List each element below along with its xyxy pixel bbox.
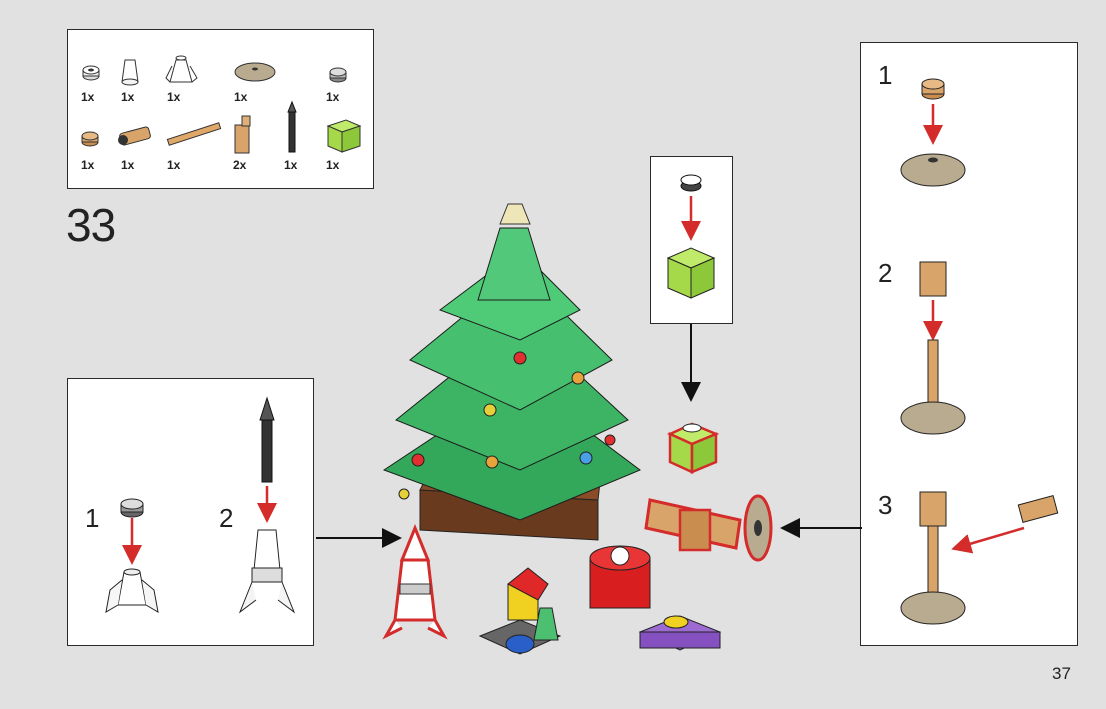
page-number: 37 bbox=[1052, 664, 1071, 684]
telescope-step1-illustration bbox=[901, 79, 965, 186]
rocket-step1-illustration bbox=[106, 499, 158, 612]
telescope-step2-illustration bbox=[901, 262, 965, 434]
gift-sub-step-illustration bbox=[668, 175, 714, 298]
telescope-model bbox=[646, 496, 771, 560]
gift-models bbox=[480, 546, 720, 654]
rocket-model bbox=[386, 528, 444, 636]
rocket-step2-illustration bbox=[240, 398, 294, 612]
telescope-step3-illustration bbox=[901, 492, 1058, 624]
lime-gift-model bbox=[670, 424, 716, 472]
christmas-tree-model bbox=[384, 204, 640, 540]
